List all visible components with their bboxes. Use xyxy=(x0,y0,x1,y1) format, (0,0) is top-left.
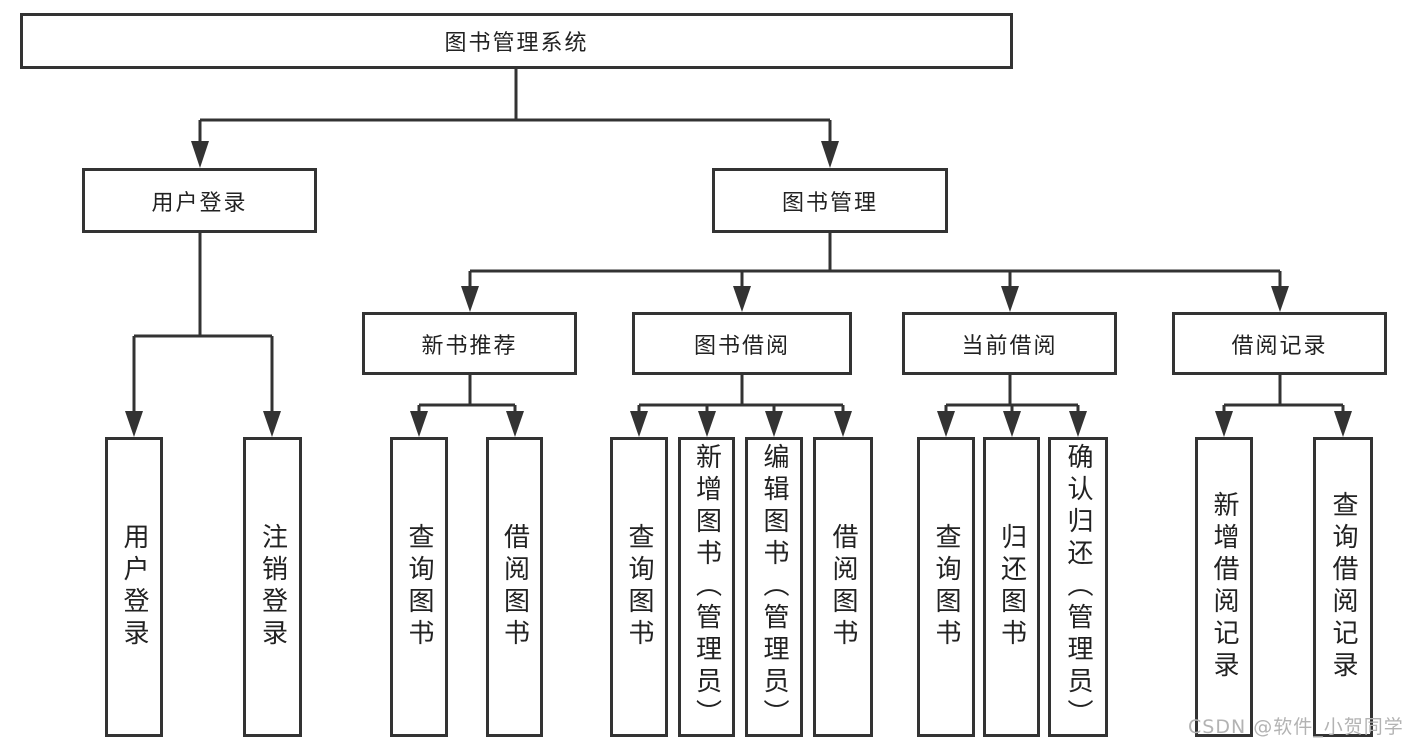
node-user-login: 用户登录 xyxy=(82,168,317,233)
leaf-newbook-query: 查询图书 xyxy=(390,437,448,737)
leaf-records-add: 新增借阅记录 xyxy=(1195,437,1253,737)
leaf-borrowing-query-label: 查询图书 xyxy=(624,523,654,651)
node-book-borrowing-label: 图书借阅 xyxy=(693,333,790,359)
connector-book-mgmt-to-level3 xyxy=(461,233,1289,312)
leaf-logout: 注销登录 xyxy=(243,437,302,737)
node-current-borrow-label: 当前借阅 xyxy=(961,333,1058,359)
node-borrow-records: 借阅记录 xyxy=(1172,312,1387,375)
connector-borrowing-branch xyxy=(630,375,852,437)
leaf-borrowing-add-label: 新增图书（管理员） xyxy=(691,443,722,731)
leaf-newbook-query-label: 查询图书 xyxy=(404,523,434,651)
node-root: 图书管理系统 xyxy=(20,13,1013,69)
node-borrow-records-label: 借阅记录 xyxy=(1231,333,1328,359)
connector-records-branch xyxy=(1215,375,1352,437)
leaf-current-confirm-label: 确认归还（管理员） xyxy=(1063,443,1093,731)
connector-new-book-branch xyxy=(410,375,524,437)
leaf-user-login-label: 用户登录 xyxy=(119,523,149,651)
node-new-book-rec: 新书推荐 xyxy=(362,312,577,375)
node-user-login-label: 用户登录 xyxy=(151,190,248,216)
csdn-watermark: CSDN @软件_小贺同学 xyxy=(1188,716,1404,738)
leaf-current-confirm: 确认归还（管理员） xyxy=(1048,437,1108,737)
leaf-logout-label: 注销登录 xyxy=(257,523,288,651)
leaf-records-query: 查询借阅记录 xyxy=(1313,437,1373,737)
leaf-current-return: 归还图书 xyxy=(983,437,1040,737)
node-root-label: 图书管理系统 xyxy=(444,31,589,56)
node-book-mgmt-label: 图书管理 xyxy=(781,190,878,216)
leaf-borrowing-edit-label: 编辑图书（管理员） xyxy=(759,443,789,731)
connector-current-branch xyxy=(937,375,1087,437)
leaf-borrowing-add: 新增图书（管理员） xyxy=(678,437,735,737)
node-new-book-rec-label: 新书推荐 xyxy=(421,333,518,359)
leaf-records-add-label: 新增借阅记录 xyxy=(1209,491,1239,683)
leaf-newbook-borrow-label: 借阅图书 xyxy=(499,523,530,651)
leaf-borrowing-query: 查询图书 xyxy=(610,437,668,737)
leaf-user-login: 用户登录 xyxy=(105,437,163,737)
leaf-current-query: 查询图书 xyxy=(917,437,975,737)
node-book-mgmt: 图书管理 xyxy=(712,168,948,233)
leaf-newbook-borrow: 借阅图书 xyxy=(486,437,543,737)
leaf-borrowing-borrow-label: 借阅图书 xyxy=(828,523,858,651)
connector-user-login-branch xyxy=(125,233,281,437)
leaf-records-query-label: 查询借阅记录 xyxy=(1328,491,1358,683)
connector-root-to-level2 xyxy=(191,69,839,168)
node-current-borrow: 当前借阅 xyxy=(902,312,1117,375)
leaf-current-query-label: 查询图书 xyxy=(931,523,961,651)
leaf-current-return-label: 归还图书 xyxy=(996,523,1027,651)
leaf-borrowing-edit: 编辑图书（管理员） xyxy=(745,437,803,737)
node-book-borrowing: 图书借阅 xyxy=(632,312,852,375)
leaf-borrowing-borrow: 借阅图书 xyxy=(813,437,873,737)
